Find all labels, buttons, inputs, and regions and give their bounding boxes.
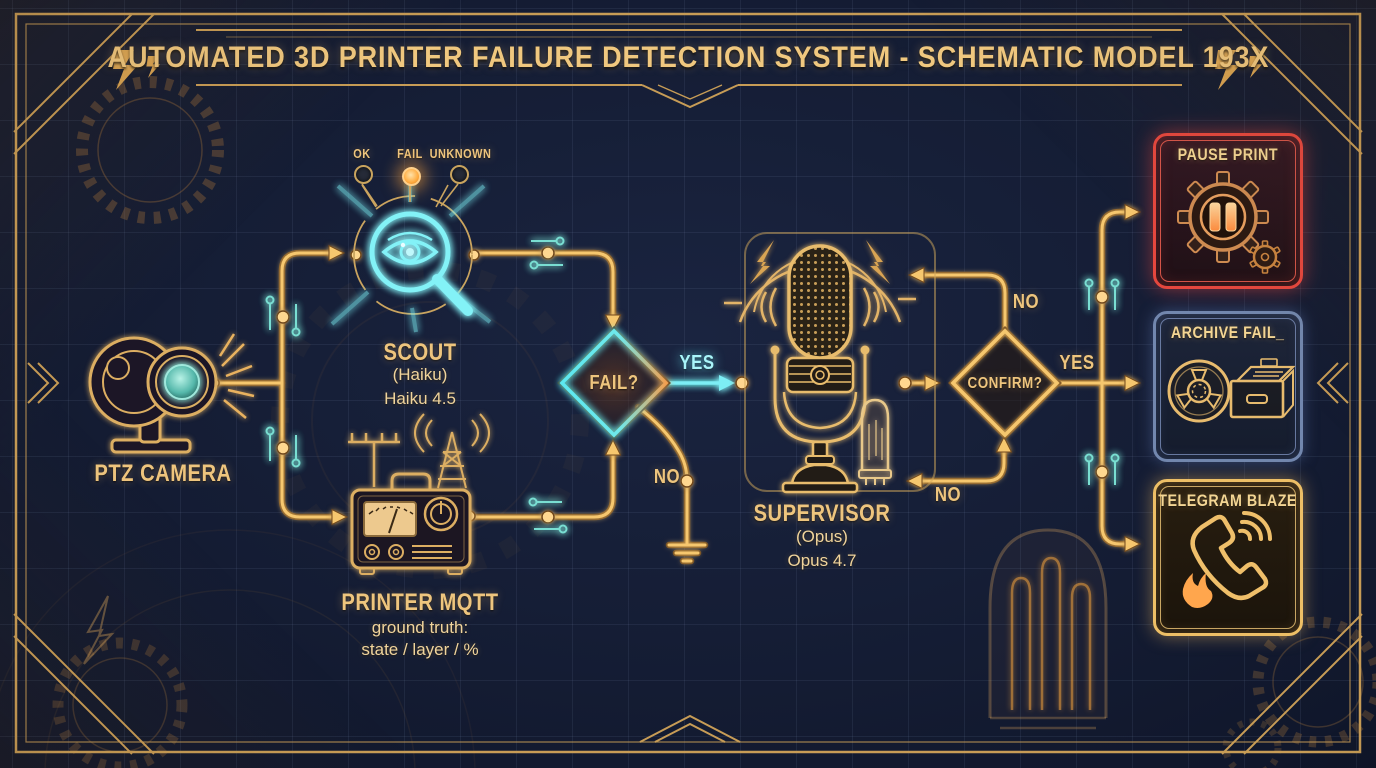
action-archive-fail-label: ARCHIVE FAIL_ — [1171, 323, 1285, 342]
handset-outline — [1190, 514, 1269, 601]
indicator-ok-label: OK — [353, 146, 371, 161]
confirm-no-top-label: NO — [1012, 291, 1040, 313]
title-band-rules — [196, 29, 1182, 109]
indicator-unknown-lamp — [450, 165, 469, 184]
action-pause-print-label: PAUSE PRINT — [1177, 145, 1279, 164]
title-lightning-right-icon — [1215, 50, 1263, 90]
scout-model: Haiku 4.5 — [384, 389, 456, 408]
confirm-yes-label: YES — [1059, 352, 1095, 374]
title-lightning-left-icon — [113, 50, 161, 90]
indicator-ok-lamp — [354, 165, 373, 184]
printer-mqtt-detail: state / layer / % — [361, 640, 479, 659]
scout-name: SCOUT — [383, 339, 457, 366]
confirm-no-bottom-label: NO — [934, 484, 962, 506]
supervisor-name: SUPERVISOR — [753, 500, 891, 527]
title-band: AUTOMATED 3D PRINTER FAILURE DETECTION S… — [107, 33, 1268, 83]
supervisor-microphone-icon — [724, 232, 936, 494]
action-pause-print[interactable]: PAUSE PRINT — [1153, 133, 1303, 289]
page-title: AUTOMATED 3D PRINTER FAILURE DETECTION S… — [107, 41, 1269, 74]
action-archive-fail[interactable]: ARCHIVE FAIL_ — [1153, 311, 1303, 462]
background-bolt — [83, 595, 115, 665]
confirm-decision-diamond — [948, 326, 1062, 440]
deco-frame — [13, 12, 1363, 755]
flame-icon — [1182, 573, 1213, 608]
ptz-camera-label: PTZ CAMERA — [94, 460, 232, 487]
printer-mqtt-subtitle: ground truth: — [371, 618, 469, 637]
ptz-camera-icon — [88, 333, 255, 454]
printer-mqtt-radio-icon — [348, 413, 490, 575]
teal-pin-components — [265, 236, 1120, 534]
background-bulb — [988, 528, 1108, 730]
gear-pause-icon — [1177, 171, 1281, 274]
action-telegram-blaze[interactable]: TELEGRAM BLAZE — [1153, 479, 1303, 636]
supervisor-alias: (Opus) — [796, 527, 848, 546]
confirm-decision-label: CONFIRM? — [967, 375, 1043, 392]
lamp-stems — [361, 183, 459, 207]
printer-mqtt-name: PRINTER MQTT — [341, 589, 499, 616]
telephone-flame-icon — [1182, 511, 1272, 608]
fail-yes-label: YES — [679, 352, 715, 374]
indicator-unknown-label: UNKNOWN — [429, 146, 492, 161]
indicator-fail-lamp — [402, 167, 421, 186]
gold-arrowheads — [328, 203, 1142, 553]
fail-decision-label: FAIL? — [589, 372, 639, 394]
cyan-yes-wire — [664, 375, 735, 391]
indicator-fail-label: FAIL — [397, 146, 423, 161]
action-telegram-blaze-label: TELEGRAM BLAZE — [1158, 491, 1298, 510]
film-reel-archive-icon — [1167, 358, 1295, 423]
fail-no-label: NO — [653, 466, 681, 488]
supervisor-model: Opus 4.7 — [787, 551, 857, 570]
fail-decision-diamond — [557, 326, 671, 440]
scout-alias: (Haiku) — [392, 365, 448, 384]
